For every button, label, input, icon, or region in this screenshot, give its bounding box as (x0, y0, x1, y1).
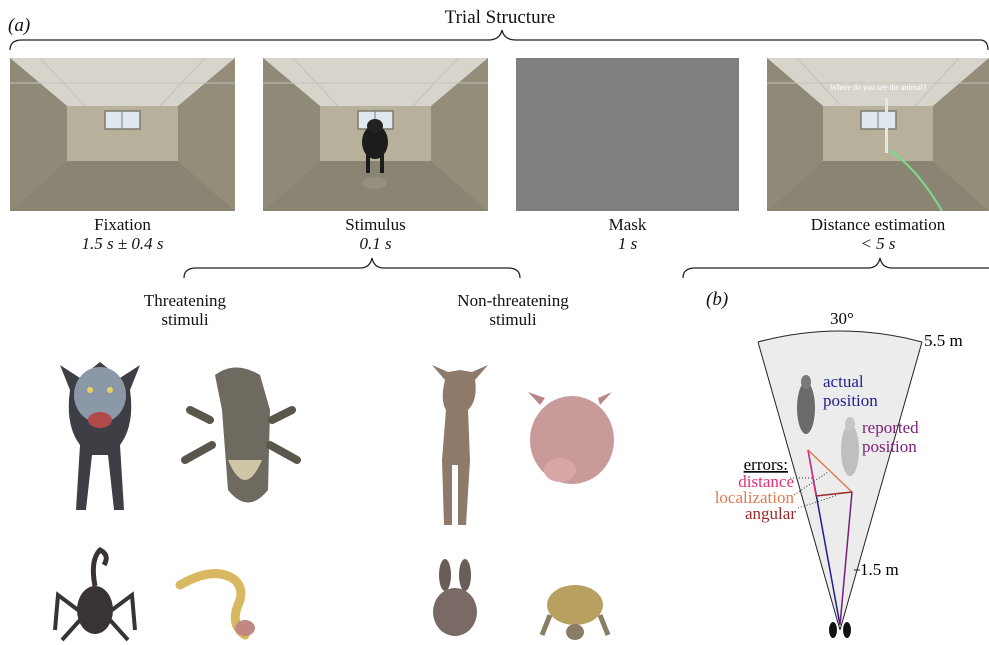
stimulus-brace (184, 258, 520, 278)
angle-label: 30° (830, 309, 854, 328)
room-with-wolf-image (263, 58, 488, 211)
reported-line1: reported (862, 418, 919, 437)
room-with-pointer-image: Where do you see the animal? (767, 58, 989, 211)
actual-line1: actual (823, 372, 864, 391)
distance-estimation-screen: Where do you see the animal? (767, 58, 989, 211)
rabbit-icon (433, 559, 477, 636)
scorpion-icon (55, 550, 135, 640)
tortoise-icon (542, 585, 608, 640)
step-fixation-name: Fixation (40, 215, 205, 234)
threatening-heading-1: Threatening (110, 291, 260, 310)
threatening-heading-2: stimuli (110, 310, 260, 329)
non-threatening-heading-1: Non-threatening (428, 291, 598, 310)
empty-room-image (10, 58, 235, 211)
question-text: Where do you see the animal? (830, 83, 927, 92)
near-distance-label: 1.5 m (860, 560, 899, 579)
pig-icon (528, 392, 614, 484)
deer-icon (432, 365, 488, 525)
reported-line2: position (862, 437, 917, 456)
step-distance-name: Distance estimation (783, 215, 973, 234)
trial-structure-brace (0, 0, 989, 60)
snake-icon (180, 574, 255, 636)
wolf-icon (60, 362, 140, 510)
error-diagram: 30° 5.5 m 1.5 m actual position reported… (690, 300, 989, 645)
step-mask-name: Mask (545, 215, 710, 234)
mask-screen (516, 58, 739, 211)
fixation-screen (10, 58, 235, 211)
crocodile-icon (185, 368, 297, 503)
error-angular-label: angular (745, 504, 796, 523)
animal-stimuli-grid (0, 350, 690, 645)
step-stimulus-name: Stimulus (293, 215, 458, 234)
actual-line2: position (823, 391, 878, 410)
stimulus-screen (263, 58, 488, 211)
far-distance-label: 5.5 m (924, 331, 963, 350)
non-threatening-heading-2: stimuli (428, 310, 598, 329)
estimation-brace (683, 258, 989, 278)
